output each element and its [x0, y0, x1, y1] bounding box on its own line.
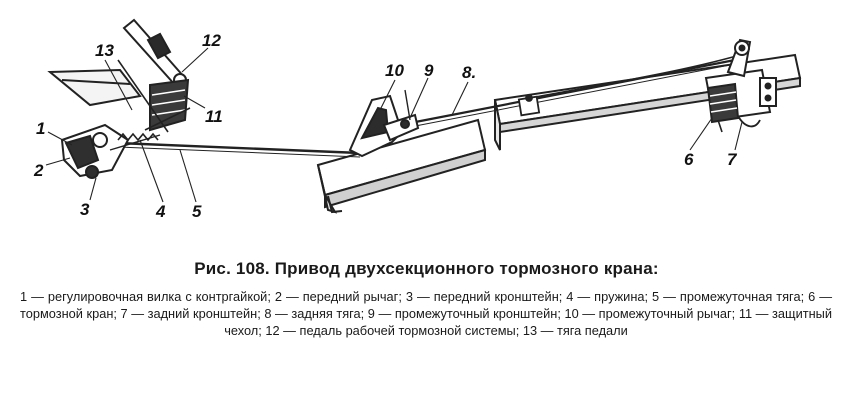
rods: [117, 54, 741, 158]
figure-caption-legend: 1 — регулировочная вилка с контргайкой; …: [20, 289, 832, 339]
label-12: 12: [202, 31, 221, 50]
label-4: 4: [155, 202, 166, 221]
label-7: 7: [727, 150, 738, 169]
label-6: 6: [684, 150, 694, 169]
label-5: 5: [192, 202, 202, 221]
pedal-assembly: [47, 18, 191, 133]
intermediate-bracket: [348, 89, 420, 158]
figure-caption-title: Рис. 108. Привод двухсекционного тормозн…: [194, 259, 659, 278]
label-13: 13: [95, 41, 114, 60]
brake-valve-assembly: [704, 38, 777, 133]
label-2: 2: [33, 161, 44, 180]
front-lever-assembly: [60, 123, 161, 179]
frame-rail-middle: [316, 118, 487, 214]
label-11: 11: [205, 107, 223, 126]
leader-lines: [45, 47, 743, 203]
brake-drive-drawing: 1 2 3 4 5 6 7 8. 9 10 11 12 13: [33, 18, 802, 221]
rail-clamp: [517, 94, 541, 117]
label-10: 10: [385, 61, 404, 80]
label-1: 1: [36, 119, 45, 138]
label-8: 8.: [462, 63, 476, 82]
label-9: 9: [424, 61, 434, 80]
label-3: 3: [80, 200, 90, 219]
